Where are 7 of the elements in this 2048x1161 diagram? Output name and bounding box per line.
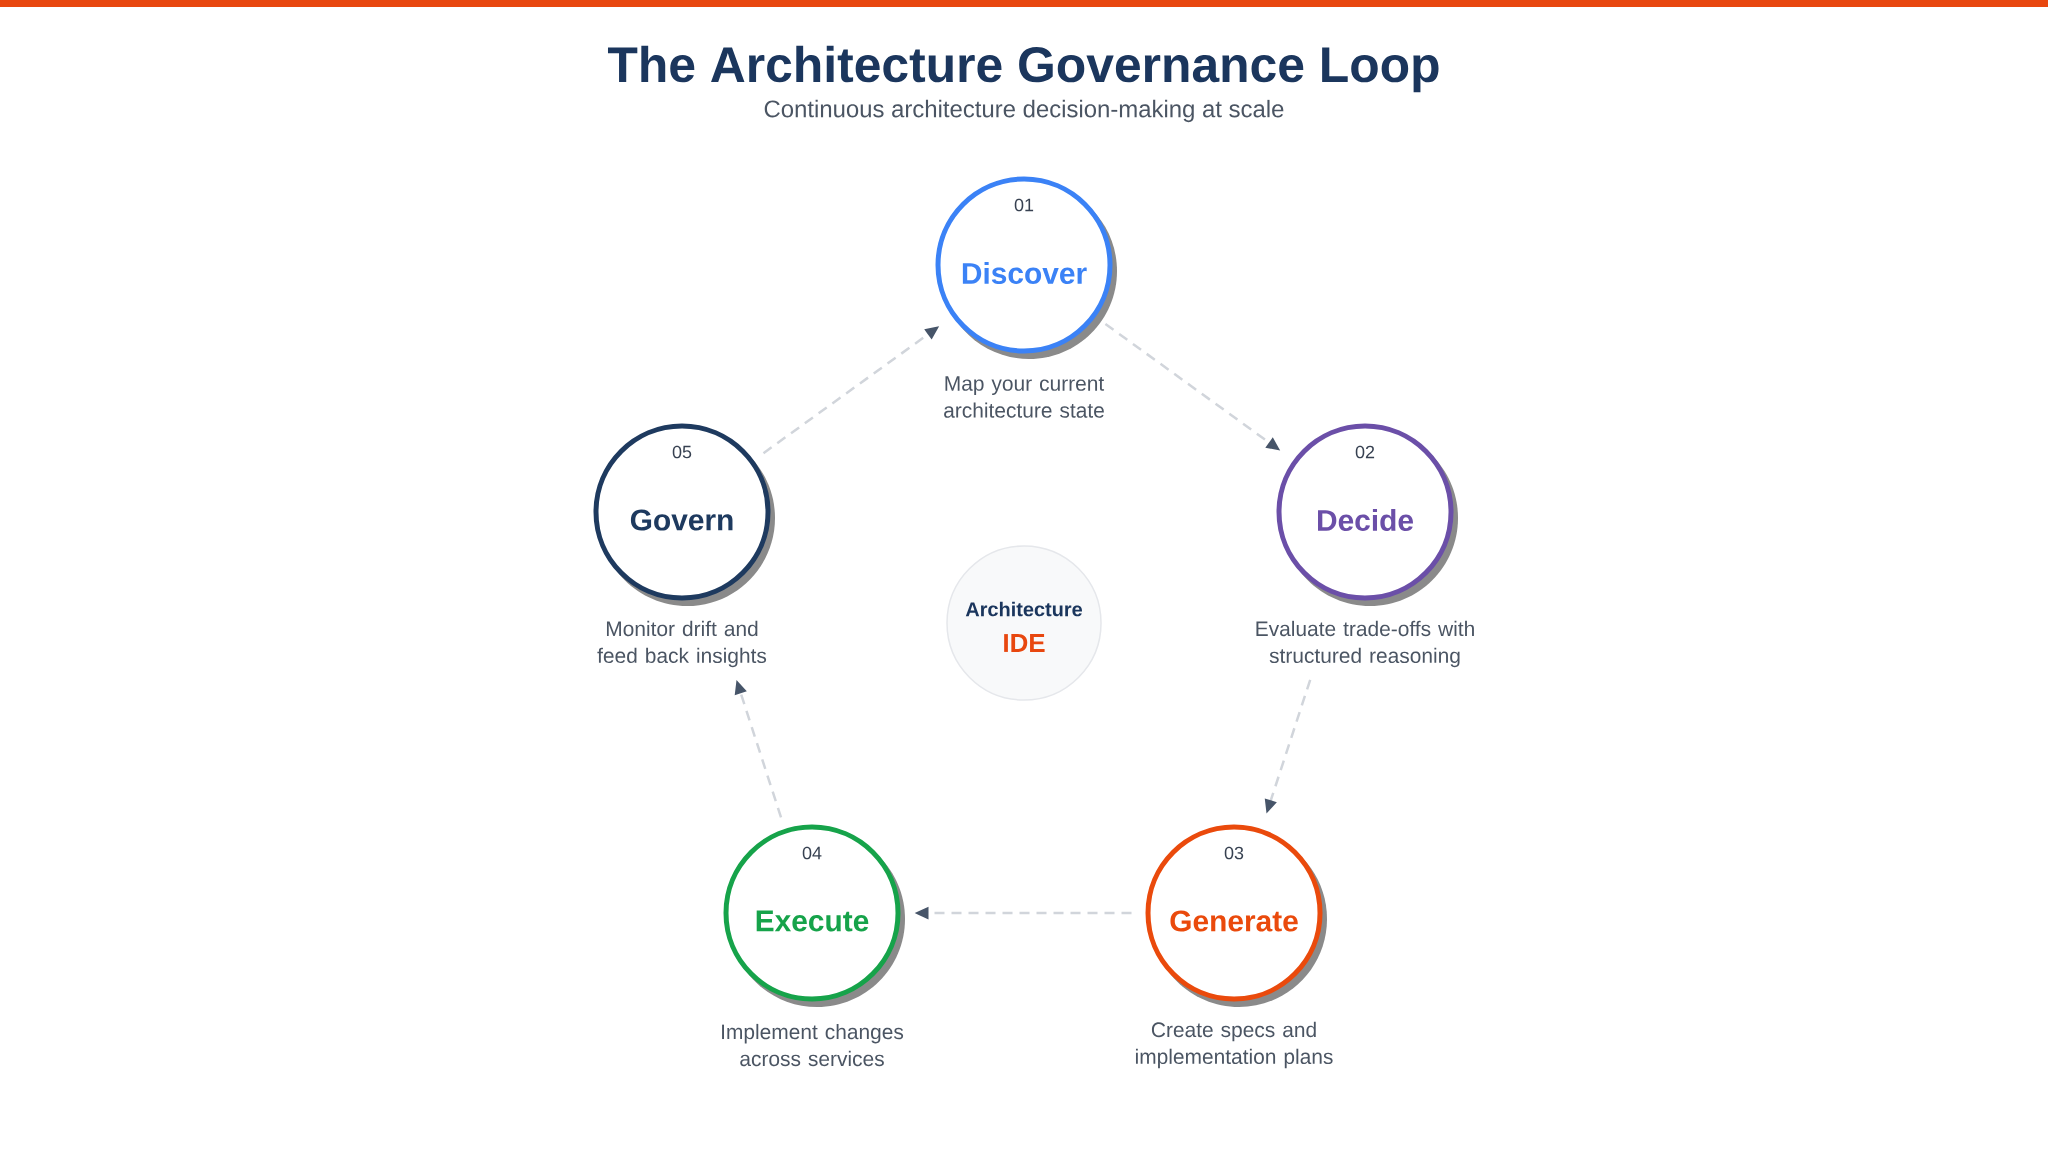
step-description: Monitor drift and feed back insights <box>597 620 767 668</box>
step-description: Evaluate trade-offs with structured reasoning <box>1256 620 1474 668</box>
subtitle: Continuous architecture decision-making at scale <box>764 99 1284 123</box>
title: The Architecture Governance Loop <box>608 45 1439 93</box>
step-description: Implement changes across services <box>722 1023 904 1067</box>
step-description: Map your current architecture state <box>944 376 1105 418</box>
step-description: Create specs and implementation plans <box>1136 1021 1333 1069</box>
